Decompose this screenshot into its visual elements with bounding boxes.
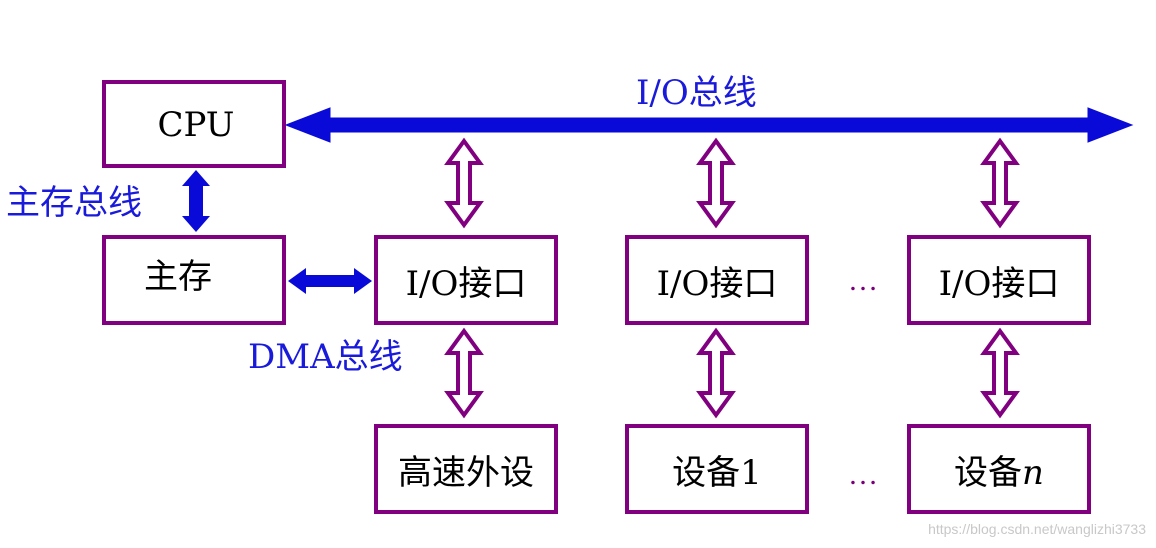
interface-n-to-device-n-arrow	[982, 329, 1018, 417]
cpu-label: CPU	[158, 105, 235, 145]
high-speed-peripheral-box	[374, 424, 558, 514]
device-1-label: 设备1	[672, 453, 762, 493]
io-interface-1-label: I/O接口	[406, 264, 527, 304]
io-bus-to-interface-1-arrow	[446, 139, 482, 227]
device-n-label: 设备n	[954, 453, 1044, 493]
io-interface-n-box	[907, 235, 1091, 325]
main-memory-label: 主存	[144, 257, 212, 297]
interface-1-to-peripheral-arrow	[446, 329, 482, 417]
device-n-prefix: 设备	[954, 453, 1022, 493]
io-interface-2-box	[625, 235, 809, 325]
device-n-suffix: n	[1022, 453, 1044, 493]
cpu-box	[102, 80, 286, 168]
io-bus-to-interface-2-arrow	[698, 139, 734, 227]
ellipsis-interfaces: …	[848, 264, 878, 297]
ellipsis-devices: …	[848, 458, 878, 491]
main-memory-bus-label: 主存总线	[6, 183, 142, 223]
dma-bus-label: DMA总线	[248, 337, 403, 377]
dma-bus-arrow	[288, 268, 372, 294]
main-memory-bus-arrow	[182, 170, 210, 232]
device-1-box	[625, 424, 809, 514]
device-n-box	[907, 424, 1091, 514]
interface-2-to-device-1-arrow	[698, 329, 734, 417]
io-bus-arrow	[284, 107, 1134, 143]
io-interface-2-label: I/O接口	[657, 264, 778, 304]
io-interface-n-label: I/O接口	[939, 264, 1060, 304]
main-memory-box	[102, 235, 286, 325]
watermark: https://blog.csdn.net/wanglizhi3733	[928, 521, 1146, 537]
io-bus-to-interface-n-arrow	[982, 139, 1018, 227]
high-speed-peripheral-label: 高速外设	[398, 453, 534, 493]
io-bus-label: I/O总线	[636, 73, 757, 113]
io-interface-1-box	[374, 235, 558, 325]
